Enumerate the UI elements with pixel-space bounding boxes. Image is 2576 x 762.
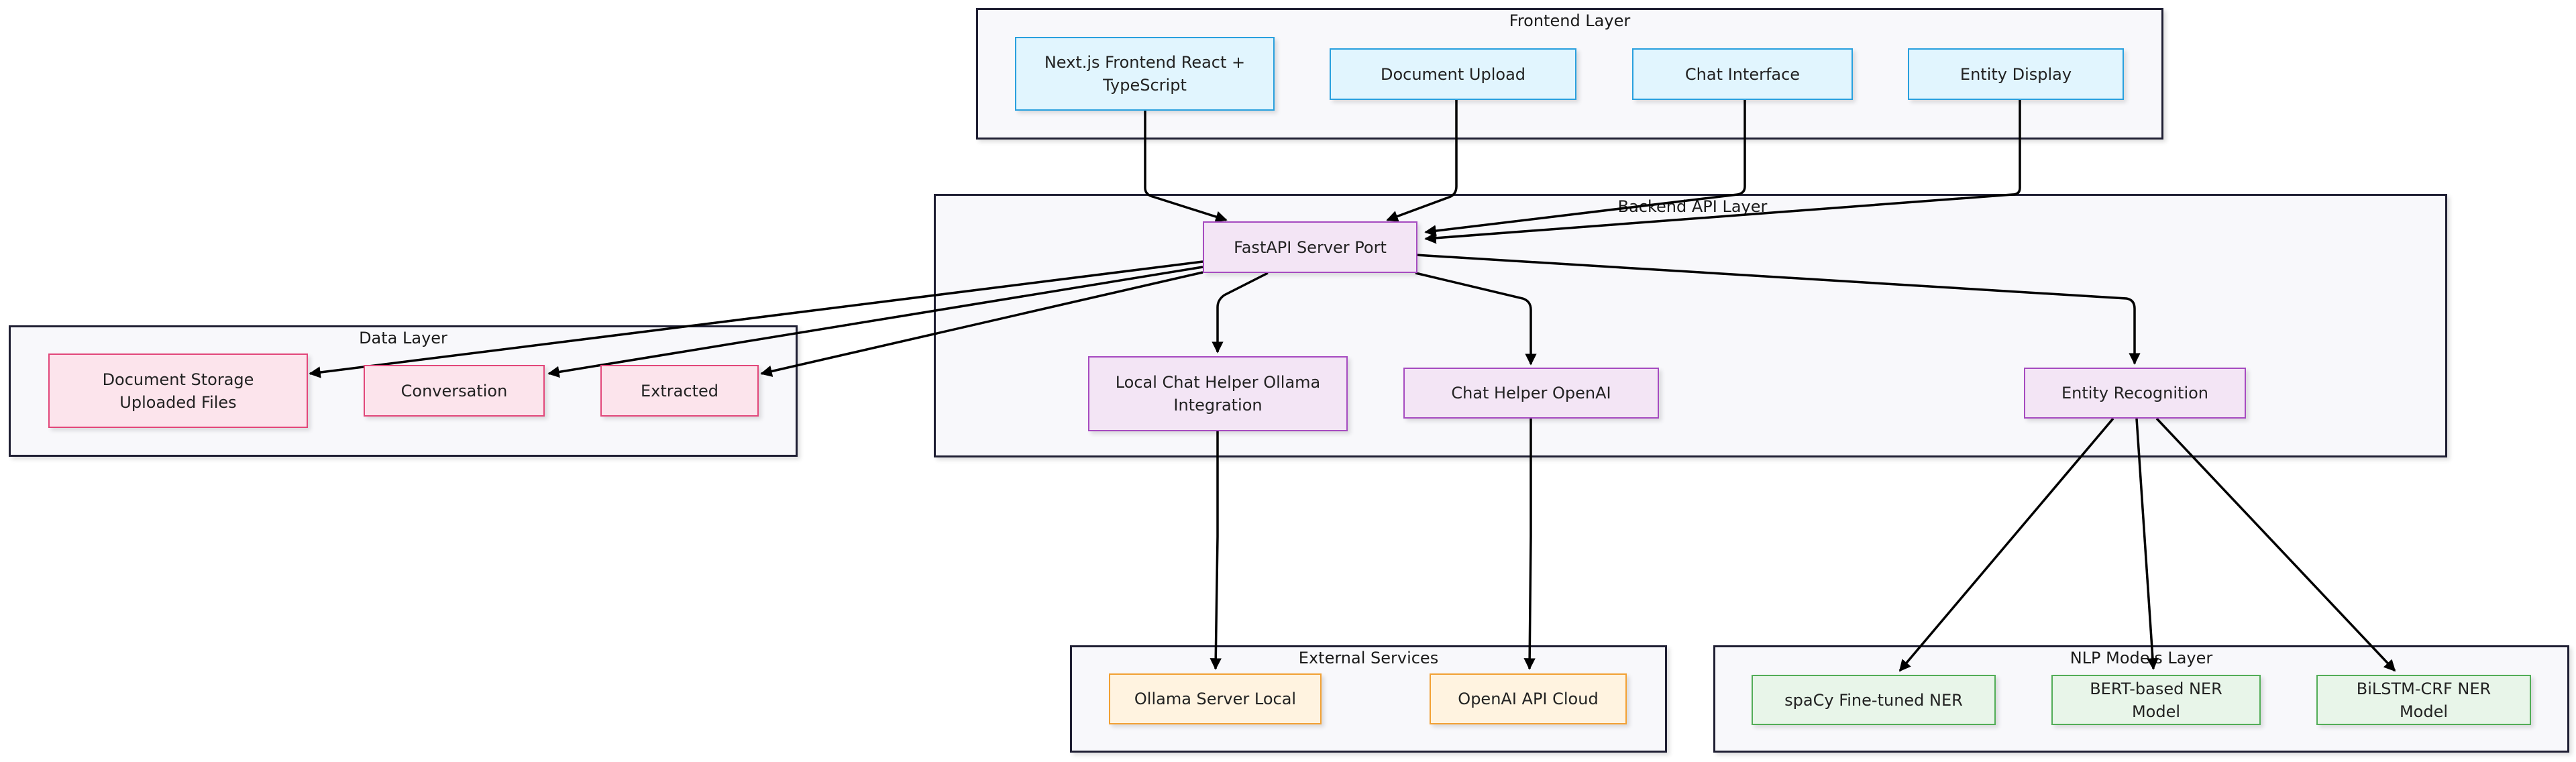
- edge-fastapi-conversation: [547, 266, 1203, 378]
- node-spacy-ner[interactable]: spaCy Fine-tuned NER: [1752, 675, 1996, 725]
- node-bilstm-crf-ner[interactable]: BiLSTM-CRF NER Model: [2316, 675, 2531, 725]
- node-chat-helper-openai[interactable]: Chat Helper OpenAI: [1403, 368, 1659, 419]
- node-ollama-server[interactable]: Ollama Server Local: [1109, 673, 1322, 724]
- external-services-title: External Services: [1298, 649, 1439, 667]
- edge-localchat-ollama: [1210, 431, 1222, 670]
- node-nextjs-frontend[interactable]: Next.js Frontend React + TypeScript: [1015, 37, 1275, 111]
- edge-fastapi-extracted: [760, 271, 1203, 378]
- node-chat-interface[interactable]: Chat Interface: [1632, 48, 1853, 100]
- edge-entitydisplay-fastapi: [1424, 100, 2021, 244]
- frontend-layer-title: Frontend Layer: [1509, 11, 1631, 30]
- node-bert-ner[interactable]: BERT-based NER Model: [2051, 675, 2261, 725]
- edge-chatopenai-openaicloud: [1523, 419, 1536, 670]
- edge-entity-bilstm: [2155, 417, 2396, 672]
- node-fastapi-server[interactable]: FastAPI Server Port: [1203, 221, 1417, 273]
- edge-fastapi-entity: [1415, 254, 2141, 365]
- edge-chatinterface-fastapi: [1424, 100, 1746, 237]
- node-entity-recognition[interactable]: Entity Recognition: [2024, 368, 2246, 419]
- node-openai-api-cloud[interactable]: OpenAI API Cloud: [1430, 673, 1627, 724]
- edge-entity-spacy: [1898, 417, 2114, 672]
- node-document-upload[interactable]: Document Upload: [1330, 48, 1576, 100]
- edge-fastapi-localchat: [1212, 272, 1269, 353]
- node-document-storage[interactable]: Document Storage Uploaded Files: [48, 353, 308, 428]
- node-local-chat-helper[interactable]: Local Chat Helper Ollama Integration: [1088, 356, 1348, 431]
- edge-docupload-fastapi: [1386, 100, 1458, 222]
- data-layer-title: Data Layer: [359, 329, 447, 347]
- edge-nextjs-fastapi: [1144, 111, 1228, 223]
- nlp-models-layer-title: NLP Models Layer: [2070, 649, 2213, 667]
- edge-entity-bert: [2135, 418, 2159, 670]
- node-extracted[interactable]: Extracted: [600, 365, 759, 417]
- edge-fastapi-chatopenai: [1415, 272, 1537, 366]
- node-entity-display[interactable]: Entity Display: [1908, 48, 2124, 100]
- node-conversation[interactable]: Conversation: [364, 365, 545, 417]
- edge-fastapi-docstorage: [309, 260, 1203, 378]
